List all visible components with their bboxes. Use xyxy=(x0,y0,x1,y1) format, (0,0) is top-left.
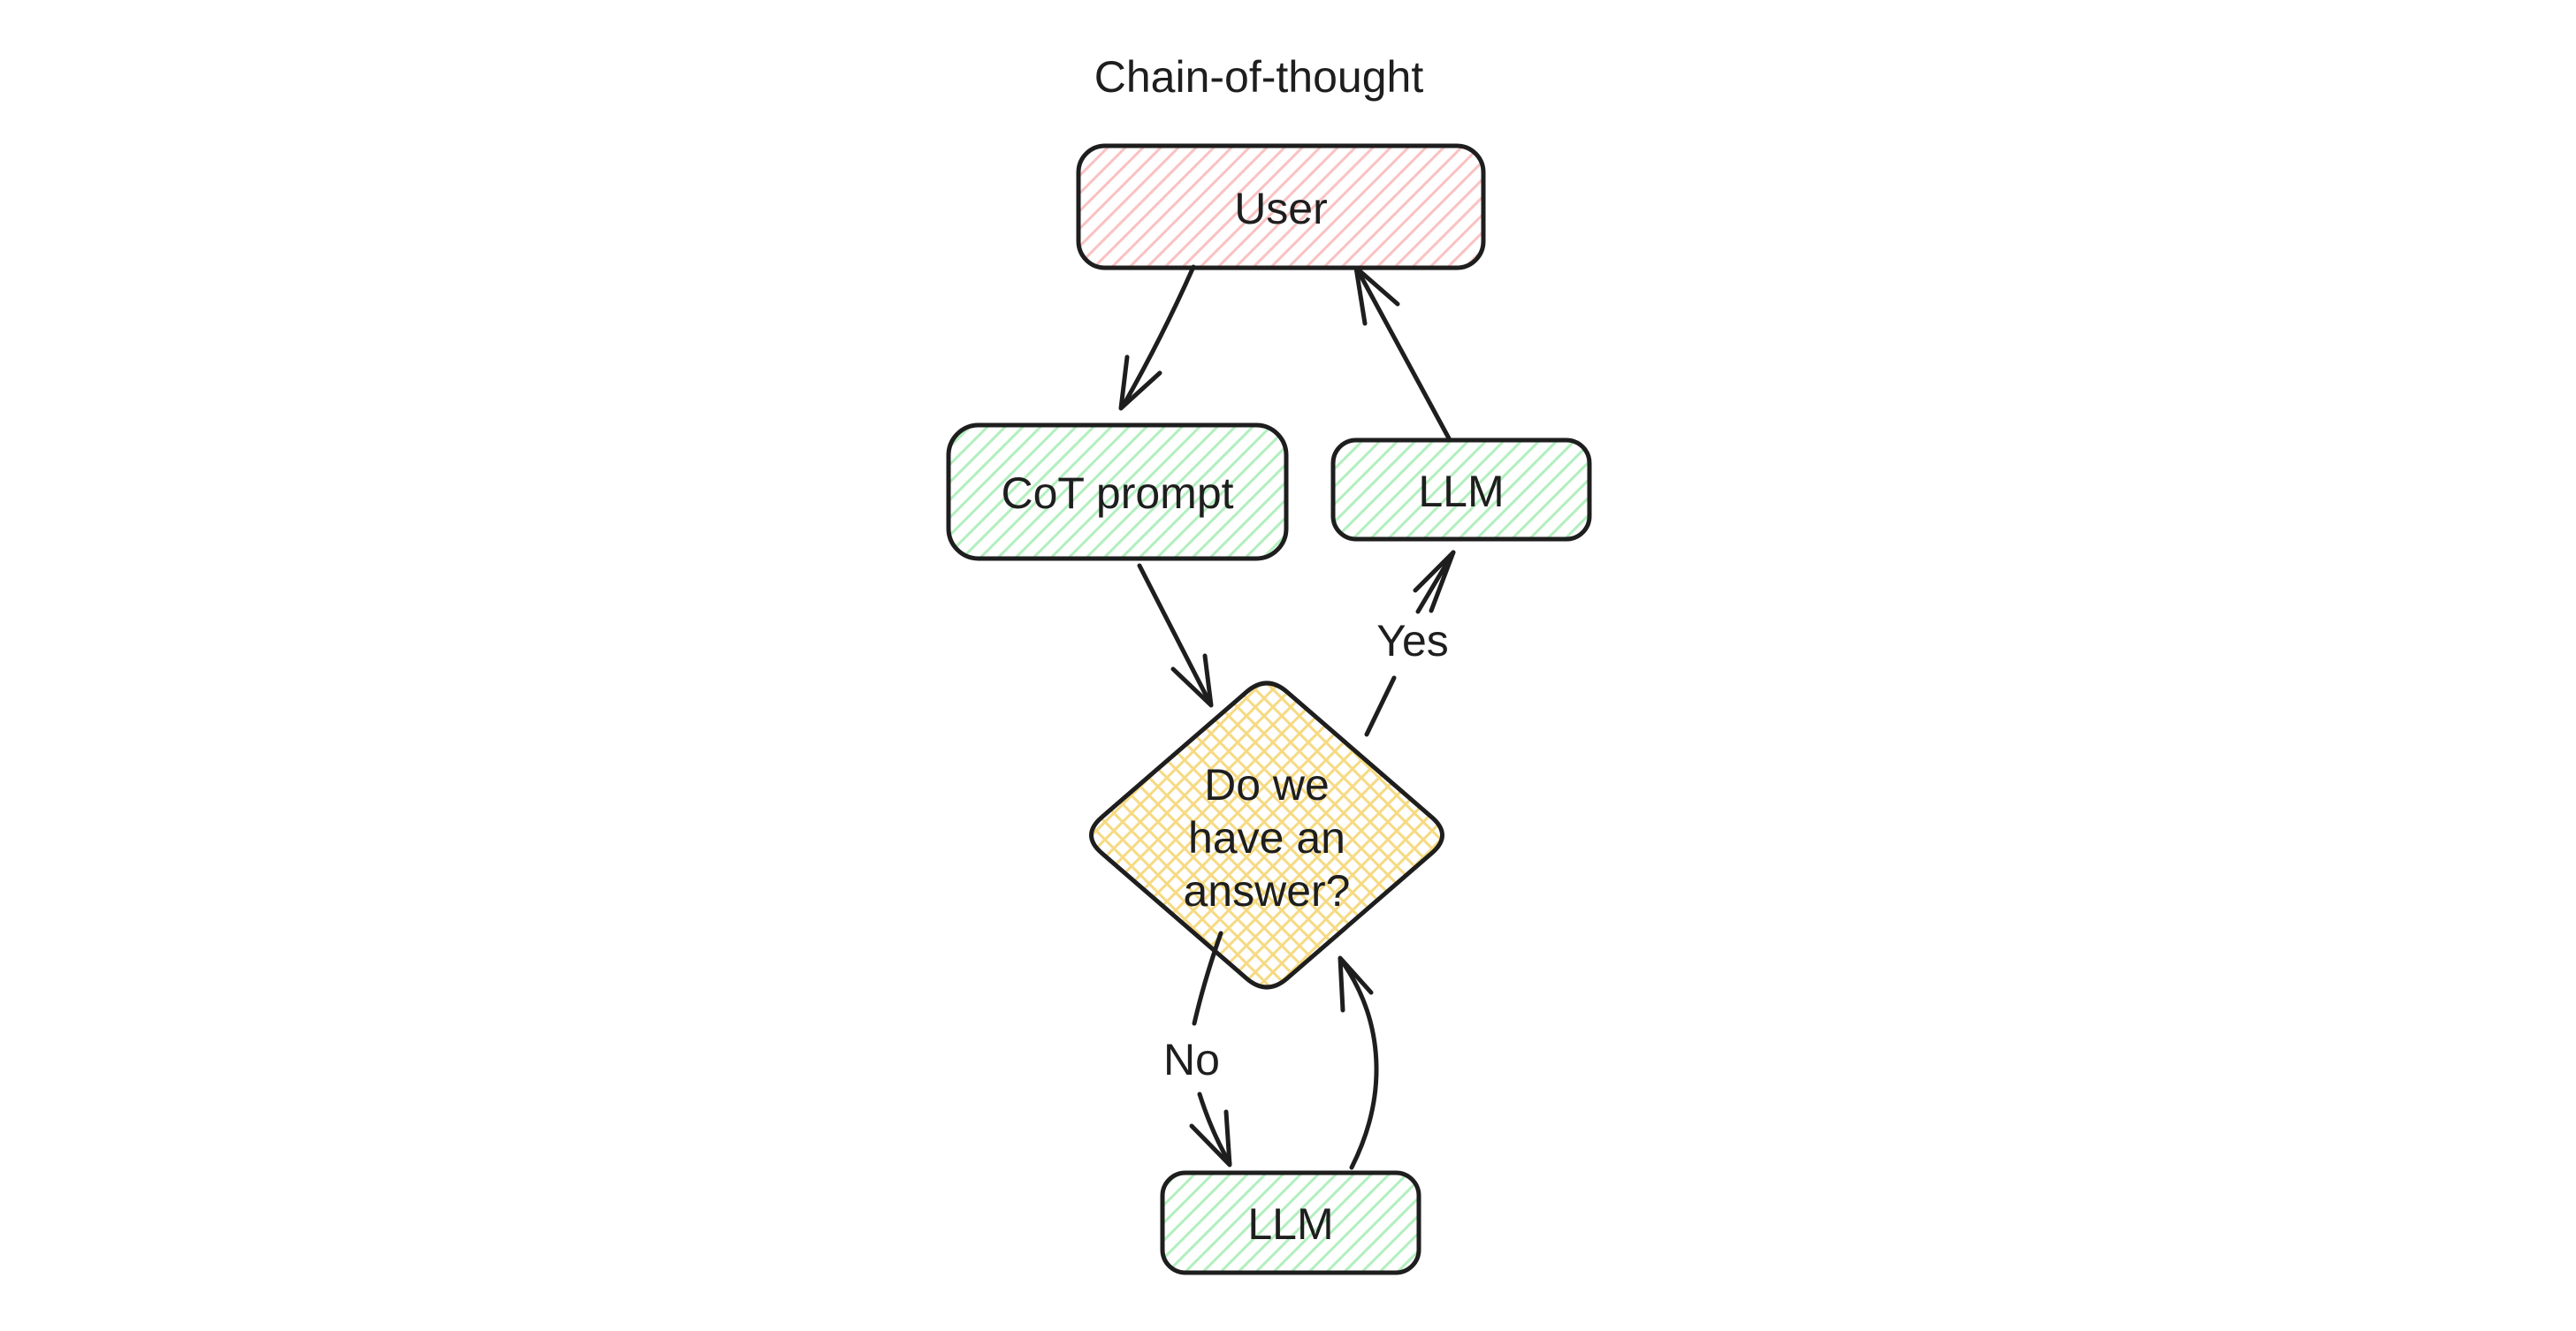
edge-cot-prompt-to-decision-arrowhead xyxy=(1170,653,1214,708)
node-llm-top: LLM xyxy=(1330,437,1592,542)
edge-decision-to-llm-bottom: No xyxy=(1163,931,1232,1167)
node-decision-line-3: answer? xyxy=(1184,866,1351,916)
edge-user-to-cot-prompt-line xyxy=(1120,264,1196,409)
node-llm-bottom: LLM xyxy=(1160,1170,1421,1275)
node-user: User xyxy=(1076,143,1486,270)
edge-decision-to-llm-top-arrowhead xyxy=(1413,550,1456,613)
node-llm-bottom-label: LLM xyxy=(1247,1199,1333,1249)
edge-label-no: No xyxy=(1163,1035,1220,1084)
node-user-label: User xyxy=(1234,184,1328,233)
node-llm-bottom-box xyxy=(1160,1170,1421,1275)
node-cot-prompt-label: CoT prompt xyxy=(1001,468,1233,518)
edge-cot-prompt-to-decision-line xyxy=(1137,563,1213,706)
edge-user-to-cot-prompt-arrowhead xyxy=(1118,354,1162,411)
edge-llm-bottom-to-decision-line xyxy=(1338,957,1379,1170)
edge-llm-top-to-user-arrowhead xyxy=(1353,265,1400,326)
node-cot-prompt-box xyxy=(946,422,1289,561)
edge-cot-prompt-to-decision xyxy=(1137,563,1214,708)
edge-decision-to-llm-top: Yes xyxy=(1364,550,1456,737)
node-decision-line-2: have an xyxy=(1188,813,1345,863)
edge-decision-to-llm-bottom-line-lower xyxy=(1197,1091,1232,1166)
node-decision: Do we have an answer? xyxy=(1089,681,1444,990)
edge-llm-top-to-user xyxy=(1353,265,1452,441)
edge-decision-to-llm-top-line-lower xyxy=(1364,675,1397,737)
edge-decision-to-llm-bottom-line-upper xyxy=(1192,931,1223,1026)
node-decision-diamond xyxy=(1089,681,1444,990)
node-decision-line-1: Do we xyxy=(1204,760,1330,810)
edge-llm-bottom-to-decision-arrowhead xyxy=(1338,955,1374,1013)
diagram-title: Chain-of-thought xyxy=(1094,52,1424,102)
edge-label-yes: Yes xyxy=(1376,616,1449,666)
node-llm-top-box xyxy=(1330,437,1592,542)
node-llm-top-label: LLM xyxy=(1418,467,1504,516)
edge-llm-bottom-to-decision xyxy=(1338,955,1379,1170)
edge-llm-top-to-user-line xyxy=(1355,268,1452,441)
edge-user-to-cot-prompt xyxy=(1118,264,1196,411)
edge-decision-to-llm-bottom-arrowhead xyxy=(1189,1109,1232,1167)
node-cot-prompt: CoT prompt xyxy=(946,422,1289,561)
node-user-box xyxy=(1076,143,1486,270)
